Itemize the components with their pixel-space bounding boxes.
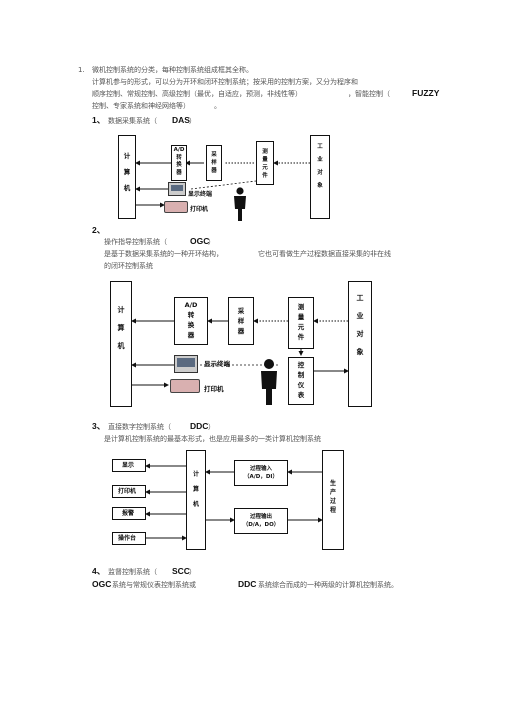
display-terminal-label: 显示终端 bbox=[204, 360, 230, 368]
section4-end: 系统综合而成的一种两级的计算机控制系统。 bbox=[258, 581, 398, 589]
printer-box: 打印机 bbox=[112, 485, 146, 498]
console-box: 操作台 bbox=[112, 532, 146, 545]
section4-ogc: OGC bbox=[92, 579, 112, 589]
printer-label: 打印机 bbox=[204, 385, 224, 393]
intro-line-4: 控制、专家系统和神经网络等） bbox=[92, 102, 190, 110]
control-instrument-box: 控 制 仪 表 bbox=[288, 357, 314, 405]
das-connectors bbox=[135, 160, 310, 208]
section4-title: 监督控制系统（ bbox=[108, 568, 157, 576]
ddc-connectors bbox=[145, 463, 323, 541]
section3-title: 直接数字控制系统（ bbox=[108, 423, 171, 431]
intro-line-1: 微机控制系统的分类，每种控制系统组成框其全称。 bbox=[92, 66, 253, 74]
section4-number: 4、 bbox=[92, 566, 106, 576]
section4-abbr: SCC bbox=[172, 566, 190, 576]
intro-fuzzy: FUZZY bbox=[412, 88, 440, 98]
display-terminal-label: 显示终端 bbox=[188, 191, 213, 198]
operator-icon bbox=[261, 359, 277, 405]
sampler-box: 采 样 器 bbox=[228, 297, 254, 345]
intro-line-2: 计算机参与的形式，可以分为开环和闭环控制系统；按采用的控制方案，又分为程序和 bbox=[92, 78, 358, 86]
section4-ddc: DDC bbox=[238, 579, 257, 589]
section2-desc-2: 的闭环控制系统 bbox=[104, 262, 153, 270]
section3-close: ） bbox=[208, 423, 215, 431]
section1-close: ） bbox=[189, 117, 196, 125]
section1-abbr: DAS bbox=[172, 115, 190, 125]
plant-box: 工 业 对 象 bbox=[310, 135, 330, 219]
process-output-box: 过程输出 （D/A，DO） bbox=[234, 508, 288, 534]
plant-box: 工 业 对 象 bbox=[348, 281, 372, 407]
intro-line-3: 顺序控制、常规控制、高级控制（最优，自适应，预测，非线性等） bbox=[92, 90, 302, 98]
section4-close: ） bbox=[189, 568, 196, 576]
section3-abbr: DDC bbox=[190, 421, 209, 431]
item-number: 1. bbox=[78, 66, 85, 74]
ad-converter-box: A/D 转 换 器 bbox=[171, 145, 187, 181]
computer-box: 计 算 机 bbox=[110, 281, 132, 407]
ogc-diagram: 计 算 机 A/D 转 换 器 采 样 器 测 量 元 件 控 制 仪 表 工 … bbox=[108, 279, 374, 411]
monitor-icon bbox=[174, 355, 198, 373]
section2-abbr: OGC bbox=[190, 236, 210, 246]
process-input-box: 过程输入 （A/D，DI） bbox=[234, 460, 288, 486]
computer-box: 计 算 机 bbox=[118, 135, 136, 219]
ad-converter-box: A/D 转 换 器 bbox=[174, 297, 208, 345]
operator-icon bbox=[234, 187, 246, 221]
section4-mid: 系统与常规仪表控制系统或 bbox=[112, 581, 196, 589]
sensor-box: 测 量 元 件 bbox=[256, 141, 274, 185]
sampler-box: 采 样 器 bbox=[206, 145, 222, 181]
sensor-box: 测 量 元 件 bbox=[288, 297, 314, 349]
computer-box: 计 算 机 bbox=[186, 450, 206, 550]
intro-line-4b: 。 bbox=[214, 102, 221, 110]
intro-line-3b: ，智能控制（ bbox=[348, 90, 390, 98]
monitor-icon bbox=[168, 182, 186, 196]
printer-icon bbox=[164, 201, 188, 213]
section1-title: 数据采集系统（ bbox=[108, 117, 157, 125]
printer-icon bbox=[170, 379, 200, 393]
printer-label: 打印机 bbox=[190, 206, 209, 213]
das-diagram: 计 算 机 A/D 转 换 器 采 样 器 测 量 元 件 工 业 对 象 显示… bbox=[116, 131, 332, 223]
section1-number: 1、 bbox=[92, 115, 106, 125]
production-process-box: 生 产 过 程 bbox=[322, 450, 344, 550]
alarm-box: 报警 bbox=[112, 507, 146, 520]
ddc-diagram: 显示 打印机 报警 操作台 计 算 机 过程输入 （A/D，DI） 过程输出 （… bbox=[110, 448, 358, 552]
section2-number: 2、 bbox=[92, 225, 106, 235]
section2-desc-1b: 它也可看做生产过程数据直接采集的非在线 bbox=[258, 250, 391, 258]
display-box: 显示 bbox=[112, 459, 146, 472]
section2-close: ） bbox=[208, 238, 215, 246]
section2-title: 操作指导控制系统（ bbox=[104, 238, 167, 246]
section3-number: 3、 bbox=[92, 421, 106, 431]
section2-desc-1: 是基于数据采集系统的一种开环结构， bbox=[104, 250, 223, 258]
section3-desc: 是计算机控制系统的最基本形式，也是应用最多的一类计算机控制系统 bbox=[104, 435, 321, 443]
